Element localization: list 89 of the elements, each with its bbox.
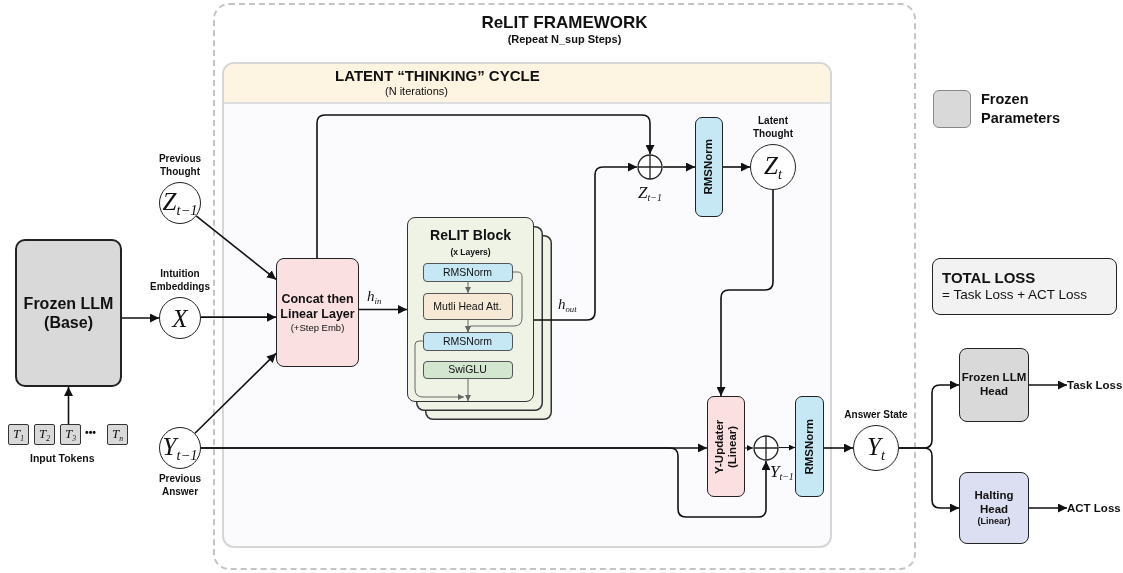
token-box [107,424,128,445]
sublayer-box [422,262,513,282]
sublayer-box [422,360,513,379]
arrow [465,378,471,402]
math-symbol: Z$_{t}$ [764,152,782,182]
arrow [64,386,73,425]
note: = Task Loss + ACT Loss [942,287,1088,304]
math-symbol: T$_{1}$ [13,426,24,443]
layer-bar [695,117,723,217]
label: SwiGLU [448,363,487,376]
arrow [465,271,523,333]
variable-circle [853,425,899,471]
label: RMSNorm [443,334,492,348]
note: (+Step Emb) [290,321,345,334]
loss-label: Task Loss [1067,377,1123,393]
layer-label: Y-Updater (Linear) [712,418,739,476]
subtitle: (Repeat N_sup Steps) [507,33,622,47]
loss-box [932,258,1117,315]
label: RMSNorm [443,265,492,279]
sum-symbol [753,435,779,461]
layer-label: RMSNorm [802,418,816,475]
sublayer-box [422,331,513,351]
node-label: Latent Thought [752,115,794,140]
sublayer-box [422,292,513,320]
arrow [778,444,796,451]
arrow [1028,503,1068,513]
token-box [8,424,29,445]
variable-circle [750,144,796,190]
layer-bar [795,396,824,497]
label: Mutli Head Att. [433,299,502,313]
arrow [121,313,160,323]
math-symbol: X [172,305,188,331]
math-symbol: T$_{2}$ [39,426,50,443]
cycle-panel [222,62,832,548]
arrow [200,447,771,518]
note: (Linear) [977,516,1011,528]
arrow [194,352,277,435]
arrow [465,281,471,294]
arrow [898,447,960,513]
variable-circle [159,182,201,224]
framework-panel [213,3,916,570]
edge-label: h$_{out}$ [557,296,578,315]
model-box [15,239,122,387]
arrow [662,162,696,172]
arrow [414,340,465,400]
label: Concat then Linear Layer [279,291,356,322]
layer-box [276,258,359,367]
ellipsis: ••• [85,426,97,438]
arrow [744,445,754,451]
variable-circle [159,297,201,339]
title: ReLIT FRAMEWORK [481,13,648,34]
node-label: Previous Answer [157,473,203,498]
arrow [316,114,655,259]
label: Frozen LLM Head [960,371,1028,399]
math-symbol: T$_{3}$ [65,426,76,443]
arrow [200,312,277,322]
node-label: Answer State [843,408,909,421]
loss-label: ACT Loss [1067,500,1123,516]
math-symbol: Z$_{t−1}$ [162,188,198,218]
arrow [823,443,854,453]
arrow [722,162,751,172]
label: Frozen LLM (Base) [22,293,115,333]
math-symbol: Y$_{t−1}$ [162,433,198,463]
edge-label: h$_{in}$ [366,288,383,307]
node-label: Intuition Embeddings [149,268,211,293]
arrow [716,189,774,397]
layer-label: RMSNorm [702,139,716,195]
label: Halting Head [973,488,1015,517]
node-label: Previous Thought [157,153,203,178]
arrow [533,162,638,321]
legend-label: Frozen Parameters [981,90,1061,128]
label: TOTAL LOSS [942,269,1036,288]
title: ReLIT Block [430,227,511,244]
arrow [1028,380,1068,390]
layer-bar [707,396,745,497]
title: LATENT “THINKING” CYCLE [335,67,540,86]
sum-symbol [637,154,663,180]
arrow [195,215,277,281]
caption: Input Tokens [30,452,95,464]
subtitle: (N iterations) [385,85,448,99]
subtitle: (x Layers) [450,246,491,257]
variable-circle [159,427,201,469]
token-box [34,424,55,445]
math-symbol: T$_{n}$ [112,426,123,443]
arrow [358,305,408,314]
head-box [959,348,1029,422]
token-box [60,424,81,445]
math-symbol: Y$_{t}$ [867,433,885,463]
head-box [959,472,1029,544]
